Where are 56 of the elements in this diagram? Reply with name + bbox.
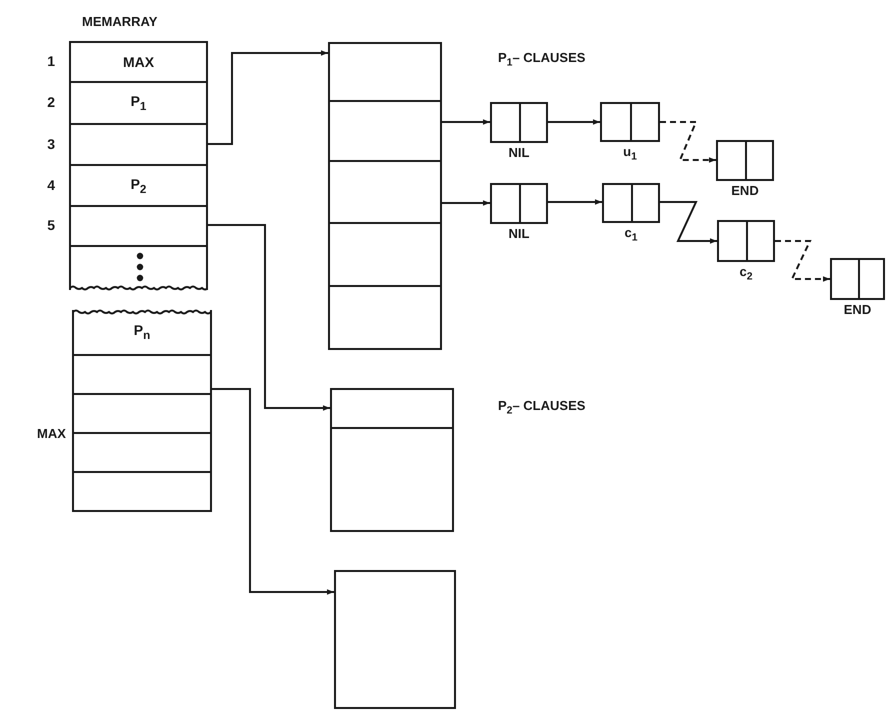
array-cell <box>69 245 208 290</box>
node-label: NIL <box>508 226 530 241</box>
array-cell <box>334 570 456 709</box>
pointer-arrow <box>442 200 490 206</box>
array-cell <box>69 205 208 247</box>
node-label: c$_{2}$ <box>738 264 754 283</box>
pointer-arrow <box>442 119 490 125</box>
array-cell <box>328 222 442 287</box>
node-label: NIL <box>508 145 530 160</box>
list-node <box>490 102 548 143</box>
cell-label: P$_{1}$ <box>130 93 146 113</box>
pointer-arrow <box>548 199 602 205</box>
array-cell <box>72 393 212 434</box>
list-node <box>716 140 774 181</box>
array-cell <box>69 123 208 166</box>
row-number: 5 <box>47 217 55 233</box>
list-node <box>602 183 660 223</box>
pointer-arrow <box>212 388 334 595</box>
array-cell <box>328 42 442 102</box>
array-cell <box>328 285 442 350</box>
pointer-arrow <box>660 121 716 163</box>
array-cell <box>72 471 212 512</box>
array-cell <box>330 388 454 429</box>
array-cell <box>72 310 212 356</box>
node-label: END <box>730 183 760 198</box>
array-cell <box>69 81 208 125</box>
node-label: c$_{1}$ <box>623 225 638 244</box>
array-cell <box>69 164 208 207</box>
array-cell <box>72 354 212 395</box>
array-title: MEMARRAY <box>82 14 158 29</box>
cell-label: P$_{n}$ <box>134 322 150 342</box>
array-cell <box>328 160 442 224</box>
pointer-arrow <box>660 201 717 244</box>
array-cell <box>330 427 454 532</box>
list-heading: P$_{2}$– CLAUSES <box>498 398 586 417</box>
array-cell <box>69 41 208 83</box>
list-heading: P$_{1}$– CLAUSES <box>498 50 586 69</box>
row-number: 4 <box>47 176 55 192</box>
array-cell <box>72 432 212 473</box>
pointer-arrow <box>208 224 330 411</box>
row-number: 3 <box>47 136 55 152</box>
row-label: MAX <box>37 426 66 441</box>
list-node <box>717 220 775 262</box>
cell-label: MAX <box>122 54 154 70</box>
list-node <box>490 183 548 224</box>
pointer-arrow <box>208 50 328 145</box>
node-label: END <box>842 302 872 317</box>
list-node <box>830 258 885 300</box>
list-node <box>600 102 660 142</box>
pointer-arrow <box>775 240 830 282</box>
pointer-arrow <box>548 119 600 125</box>
node-label: u$_{1}$ <box>622 144 638 163</box>
array-cell <box>328 100 442 162</box>
cell-label: P$_{2}$ <box>130 176 146 196</box>
row-number: 2 <box>47 94 55 110</box>
row-number: 1 <box>47 53 55 69</box>
